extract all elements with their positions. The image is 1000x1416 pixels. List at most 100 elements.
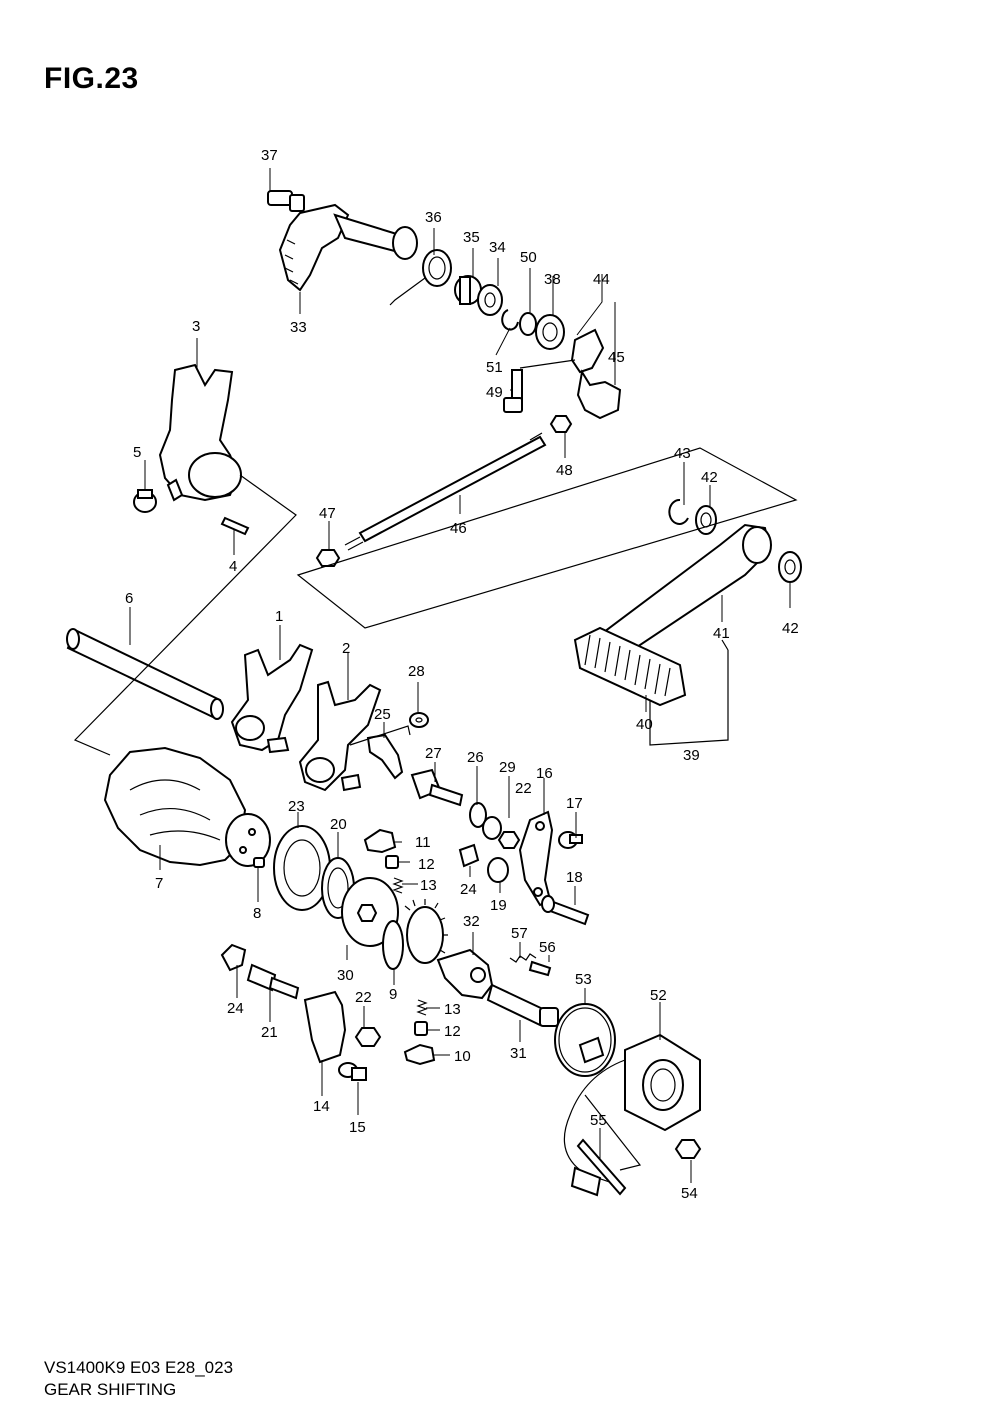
callout-37: 37 xyxy=(261,147,278,164)
callout-32: 32 xyxy=(463,913,480,930)
callout-24b: 24 xyxy=(227,1000,244,1017)
washer-24b-part xyxy=(220,943,247,972)
callout-19: 19 xyxy=(490,897,507,914)
bolt-37-part xyxy=(267,190,305,212)
screw-55-part xyxy=(576,1138,627,1196)
screw-18-part xyxy=(541,895,590,926)
spacer-24-part xyxy=(458,843,480,868)
washer-28-part xyxy=(409,712,429,728)
nut-22-part xyxy=(497,831,521,849)
callout-36: 36 xyxy=(425,209,442,226)
oil-seal-38-part xyxy=(535,314,565,350)
callout-18: 18 xyxy=(566,869,583,886)
callout-34: 34 xyxy=(489,239,506,256)
pawl-11-part xyxy=(363,828,397,854)
callout-28: 28 xyxy=(408,663,425,680)
callout-55: 55 xyxy=(590,1112,607,1129)
model-code-label: VS1400K9 E03 E28_023 xyxy=(44,1358,234,1377)
callout-52: 52 xyxy=(650,987,667,1004)
callout-47: 47 xyxy=(319,505,336,522)
leader-lines xyxy=(129,168,791,1183)
circlip-51-part xyxy=(501,309,519,331)
callout-24: 24 xyxy=(460,881,477,898)
gearshift-shaft-part xyxy=(278,203,418,292)
spring-13-part xyxy=(392,877,404,894)
callout-21: 21 xyxy=(261,1024,278,1041)
spring-26-part xyxy=(469,802,487,828)
callout-43: 43 xyxy=(674,445,691,462)
callout-16: 16 xyxy=(536,765,553,782)
gearshift-cam-7-part xyxy=(103,746,271,867)
callout-22: 22 xyxy=(515,780,532,797)
callout-42: 42 xyxy=(701,469,718,486)
callout-13b: 13 xyxy=(444,1001,461,1018)
screw-5-part xyxy=(133,489,157,513)
plate-16-part xyxy=(518,810,554,907)
callout-29: 29 xyxy=(499,759,516,776)
gear-position-sensor-52-part xyxy=(563,1033,701,1197)
pin-56-part xyxy=(528,960,552,977)
callout-14: 14 xyxy=(313,1098,330,1115)
callout-30: 30 xyxy=(337,967,354,984)
callout-5: 5 xyxy=(133,444,141,461)
callout-44: 44 xyxy=(593,271,610,288)
stud-bolt-21-part xyxy=(246,963,300,1000)
circlip-43-part xyxy=(668,498,689,525)
diagram-caption: GEAR SHIFTING xyxy=(44,1380,177,1399)
callout-3: 3 xyxy=(192,318,200,335)
screw-17-part xyxy=(558,831,583,849)
callout-26: 26 xyxy=(467,749,484,766)
callout-31: 31 xyxy=(510,1045,527,1062)
shift-fork-3-part xyxy=(158,363,242,502)
callout-33: 33 xyxy=(290,319,307,336)
spring-57-part xyxy=(509,953,537,963)
pin-4-part xyxy=(220,516,250,536)
callout-48: 48 xyxy=(556,462,573,479)
callout-12: 12 xyxy=(418,856,435,873)
washer-34-part xyxy=(477,284,503,316)
callout-40: 40 xyxy=(636,716,653,733)
nut-48-part xyxy=(549,415,573,433)
washer-42b-part xyxy=(778,551,802,583)
callout-49: 49 xyxy=(486,384,503,401)
callout-50: 50 xyxy=(520,249,537,266)
callout-22b: 22 xyxy=(355,989,372,1006)
callout-46: 46 xyxy=(450,520,467,537)
shift-fork-shaft-6-part xyxy=(66,628,224,720)
callout-numbers: 37 36 35 34 50 38 44 33 3 45 51 49 48 5 … xyxy=(125,147,799,1202)
spring-13b-part xyxy=(416,999,428,1016)
callout-11: 11 xyxy=(415,834,431,851)
footpeg-rubber-40-part xyxy=(573,626,687,707)
gearshift-arm-32-part xyxy=(436,948,494,1000)
cam-plate-30-part xyxy=(341,877,399,947)
nut-22b-part xyxy=(354,1027,382,1047)
shift-fork-1-part xyxy=(230,643,314,754)
callout-1: 1 xyxy=(275,608,283,625)
figure-title: FIG.23 xyxy=(44,62,139,95)
callout-57: 57 xyxy=(511,925,528,942)
pawl-10-part xyxy=(403,1043,436,1066)
pin-12-part xyxy=(385,855,399,869)
gearshift-pawl-gear-part xyxy=(404,899,448,964)
cam-stopper-9-part xyxy=(382,920,404,970)
bolt-31-part xyxy=(486,983,559,1027)
diagram-footer: VS1400K9 E03 E28_023 GEAR SHIFTING xyxy=(44,1357,233,1401)
bracket-14-part xyxy=(303,990,347,1064)
callout-45: 45 xyxy=(608,349,625,366)
callout-51: 51 xyxy=(486,359,503,376)
bolt-49-part xyxy=(503,369,523,413)
callout-53: 53 xyxy=(575,971,592,988)
bolt-15-part xyxy=(338,1062,367,1081)
return-spring-36-part xyxy=(389,249,452,306)
callout-4: 4 xyxy=(229,558,237,575)
shift-fork-2-part xyxy=(298,680,382,792)
callout-23: 23 xyxy=(288,798,305,815)
shift-lever-clamp-44-part xyxy=(570,328,622,420)
callout-27: 27 xyxy=(425,745,442,762)
callout-10: 10 xyxy=(454,1048,471,1065)
washer-50-part xyxy=(519,312,537,336)
bolt-54-part xyxy=(674,1139,702,1159)
shift-rod-46-part xyxy=(344,432,547,551)
callout-9: 9 xyxy=(389,986,397,1003)
o-ring-53-part xyxy=(554,1003,616,1077)
